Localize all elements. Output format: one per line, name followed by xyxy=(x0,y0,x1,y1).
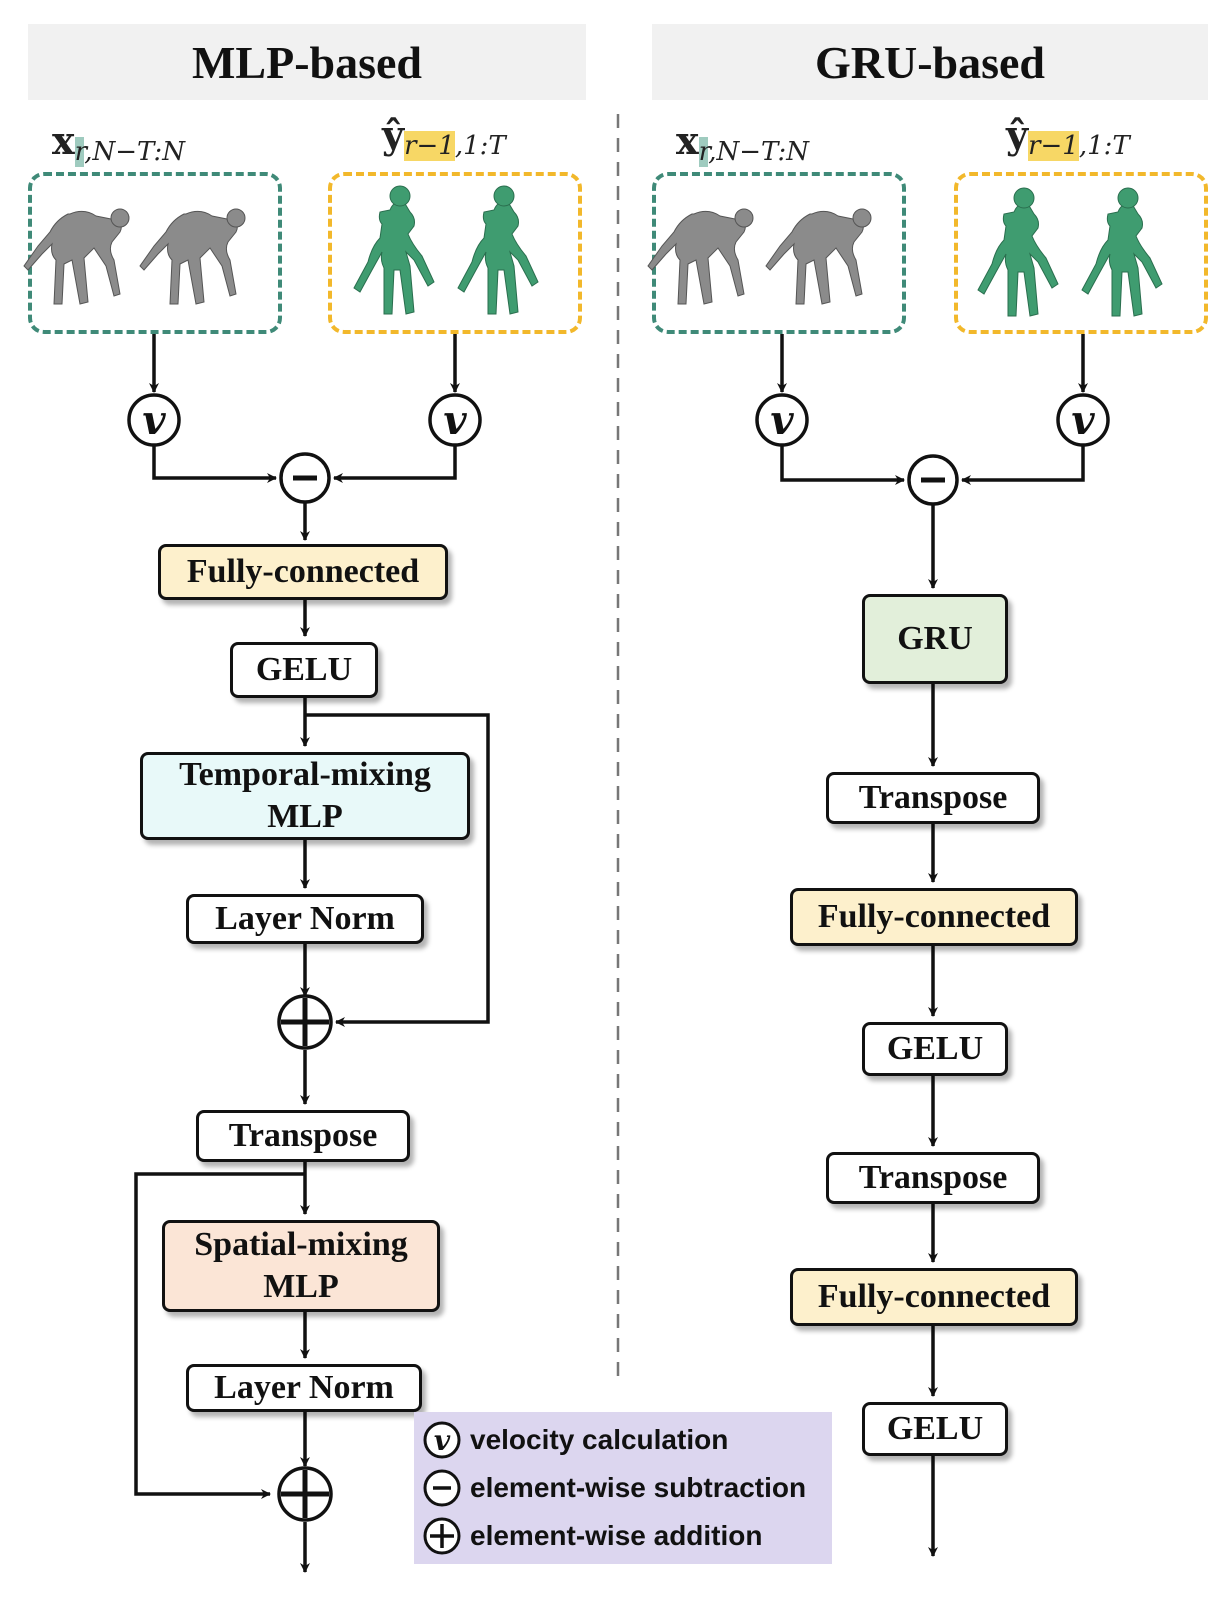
gru-velocity-symbol-right: v xyxy=(1071,397,1095,444)
gru-transpose-block-1: Transpose xyxy=(826,772,1040,824)
gru-panel-title: GRU-based xyxy=(652,24,1208,100)
mlp-velocity-symbol-right: v xyxy=(443,397,467,444)
gru-fully-connected-block-1: Fully-connected xyxy=(790,888,1078,946)
mlp-panel-title: MLP-based xyxy=(28,24,586,100)
gru-past-pose-box xyxy=(652,172,906,334)
legend-velocity-symbol: v xyxy=(434,1424,451,1457)
temporal-mixing-mlp-block: Temporal-mixing MLP xyxy=(140,752,470,840)
mlp-fully-connected-block: Fully-connected xyxy=(158,544,448,600)
gru-pred-pose-box xyxy=(954,172,1208,334)
gru-input-y-label: ŷr−1,1:T xyxy=(1006,112,1130,161)
mlp-velocity-op-right xyxy=(428,393,482,447)
mlp-input-y-label: ŷr−1,1:T xyxy=(382,112,506,161)
mlp-velocity-symbol-left: v xyxy=(142,397,166,444)
legend-subtraction-label: element-wise subtraction xyxy=(470,1472,807,1503)
mlp-layer-norm-block-1: Layer Norm xyxy=(186,894,424,944)
legend: v velocity calculation element-wise subt… xyxy=(414,1412,832,1564)
legend-velocity-icon xyxy=(423,1421,461,1459)
mlp-gelu-block: GELU xyxy=(230,642,378,698)
gru-velocity-op-left xyxy=(755,393,809,447)
mlp-transpose-block: Transpose xyxy=(196,1110,410,1162)
mlp-pred-pose-box xyxy=(328,172,582,334)
legend-velocity-label: velocity calculation xyxy=(470,1424,729,1455)
gru-gelu-block-2: GELU xyxy=(862,1402,1008,1456)
gru-input-x-label: xr,N−T:N xyxy=(676,118,809,167)
gru-gelu-block-1: GELU xyxy=(862,1022,1008,1076)
gru-velocity-op-right xyxy=(1056,393,1110,447)
gru-transpose-block-2: Transpose xyxy=(826,1152,1040,1204)
spatial-mixing-mlp-block: Spatial-mixing MLP xyxy=(162,1220,440,1312)
legend-icons: v xyxy=(423,1421,461,1555)
mlp-velocity-op-left xyxy=(127,393,181,447)
gru-fully-connected-block-2: Fully-connected xyxy=(790,1268,1078,1326)
legend-addition-label: element-wise addition xyxy=(470,1520,763,1551)
mlp-layer-norm-block-2: Layer Norm xyxy=(186,1364,422,1412)
gru-block: GRU xyxy=(862,594,1008,684)
gru-velocity-symbol-left: v xyxy=(770,397,794,444)
mlp-past-pose-box xyxy=(28,172,282,334)
mlp-input-x-label: xr,N−T:N xyxy=(52,118,185,167)
